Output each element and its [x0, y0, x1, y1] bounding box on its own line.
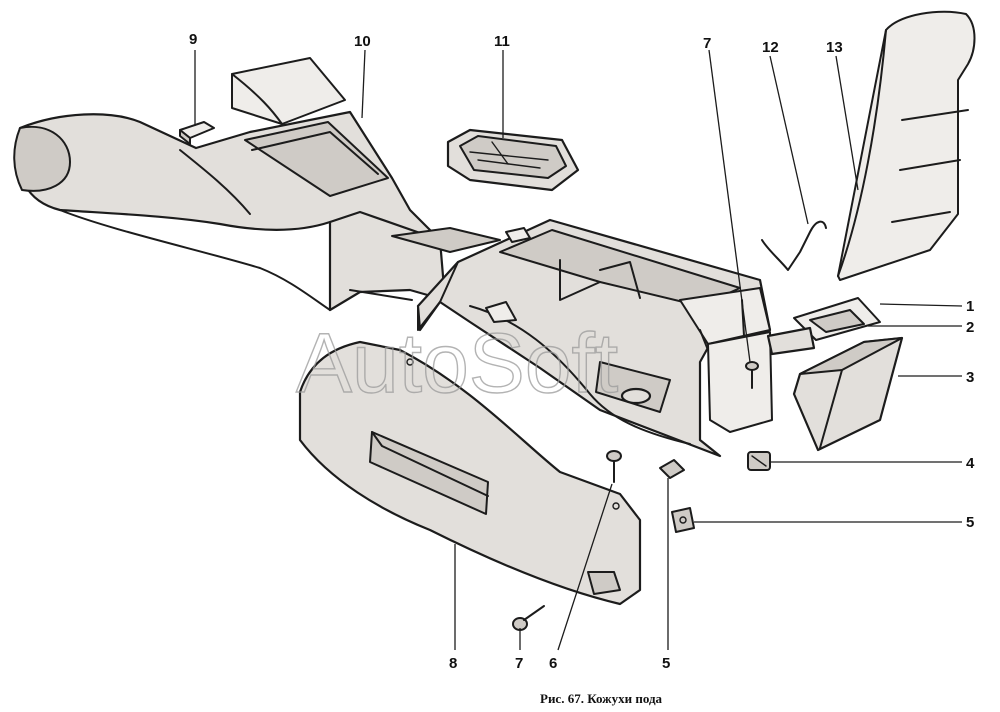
callout-7-bottom: 7: [515, 655, 523, 672]
plug-part: [179, 121, 215, 145]
callout-1: 1: [966, 298, 974, 315]
callout-10: 10: [354, 33, 371, 50]
ashtray-lid-part: [766, 297, 881, 356]
callout-6: 6: [549, 655, 557, 672]
callout-7-top: 7: [703, 35, 711, 52]
screw-part: [745, 361, 759, 389]
cover-panel-part: [837, 10, 976, 281]
screw-part: [606, 450, 622, 483]
figure-caption: Рис. 67. Кожухи пода: [540, 691, 663, 706]
ashtray-box-part: [792, 336, 904, 452]
storage-tray-part: [446, 128, 580, 192]
callout-3: 3: [966, 369, 974, 386]
callout-4: 4: [966, 455, 975, 472]
callout-2: 2: [966, 319, 974, 336]
console-housing-part: [416, 218, 773, 458]
wire-spring-part: [761, 220, 827, 271]
watermark-text: AutoSoft: [296, 316, 618, 410]
leader-lines: [194, 49, 963, 651]
front-console-part: [13, 57, 501, 312]
callout-11: 11: [494, 33, 510, 50]
screw-part: [512, 605, 545, 631]
callout-8: 8: [449, 655, 457, 672]
callout-9: 9: [189, 31, 197, 48]
callouts: 9 10 11 7 12 13 1 2 3 4 5 8 7 6 5: [189, 31, 975, 672]
clip-nut-part: [747, 451, 771, 471]
side-trim-panel-part: [298, 340, 642, 606]
callout-5-bottom: 5: [662, 655, 670, 672]
callout-13: 13: [826, 39, 843, 56]
callout-12: 12: [762, 39, 779, 56]
callout-5-right: 5: [966, 514, 974, 531]
clip-part: [659, 459, 695, 533]
